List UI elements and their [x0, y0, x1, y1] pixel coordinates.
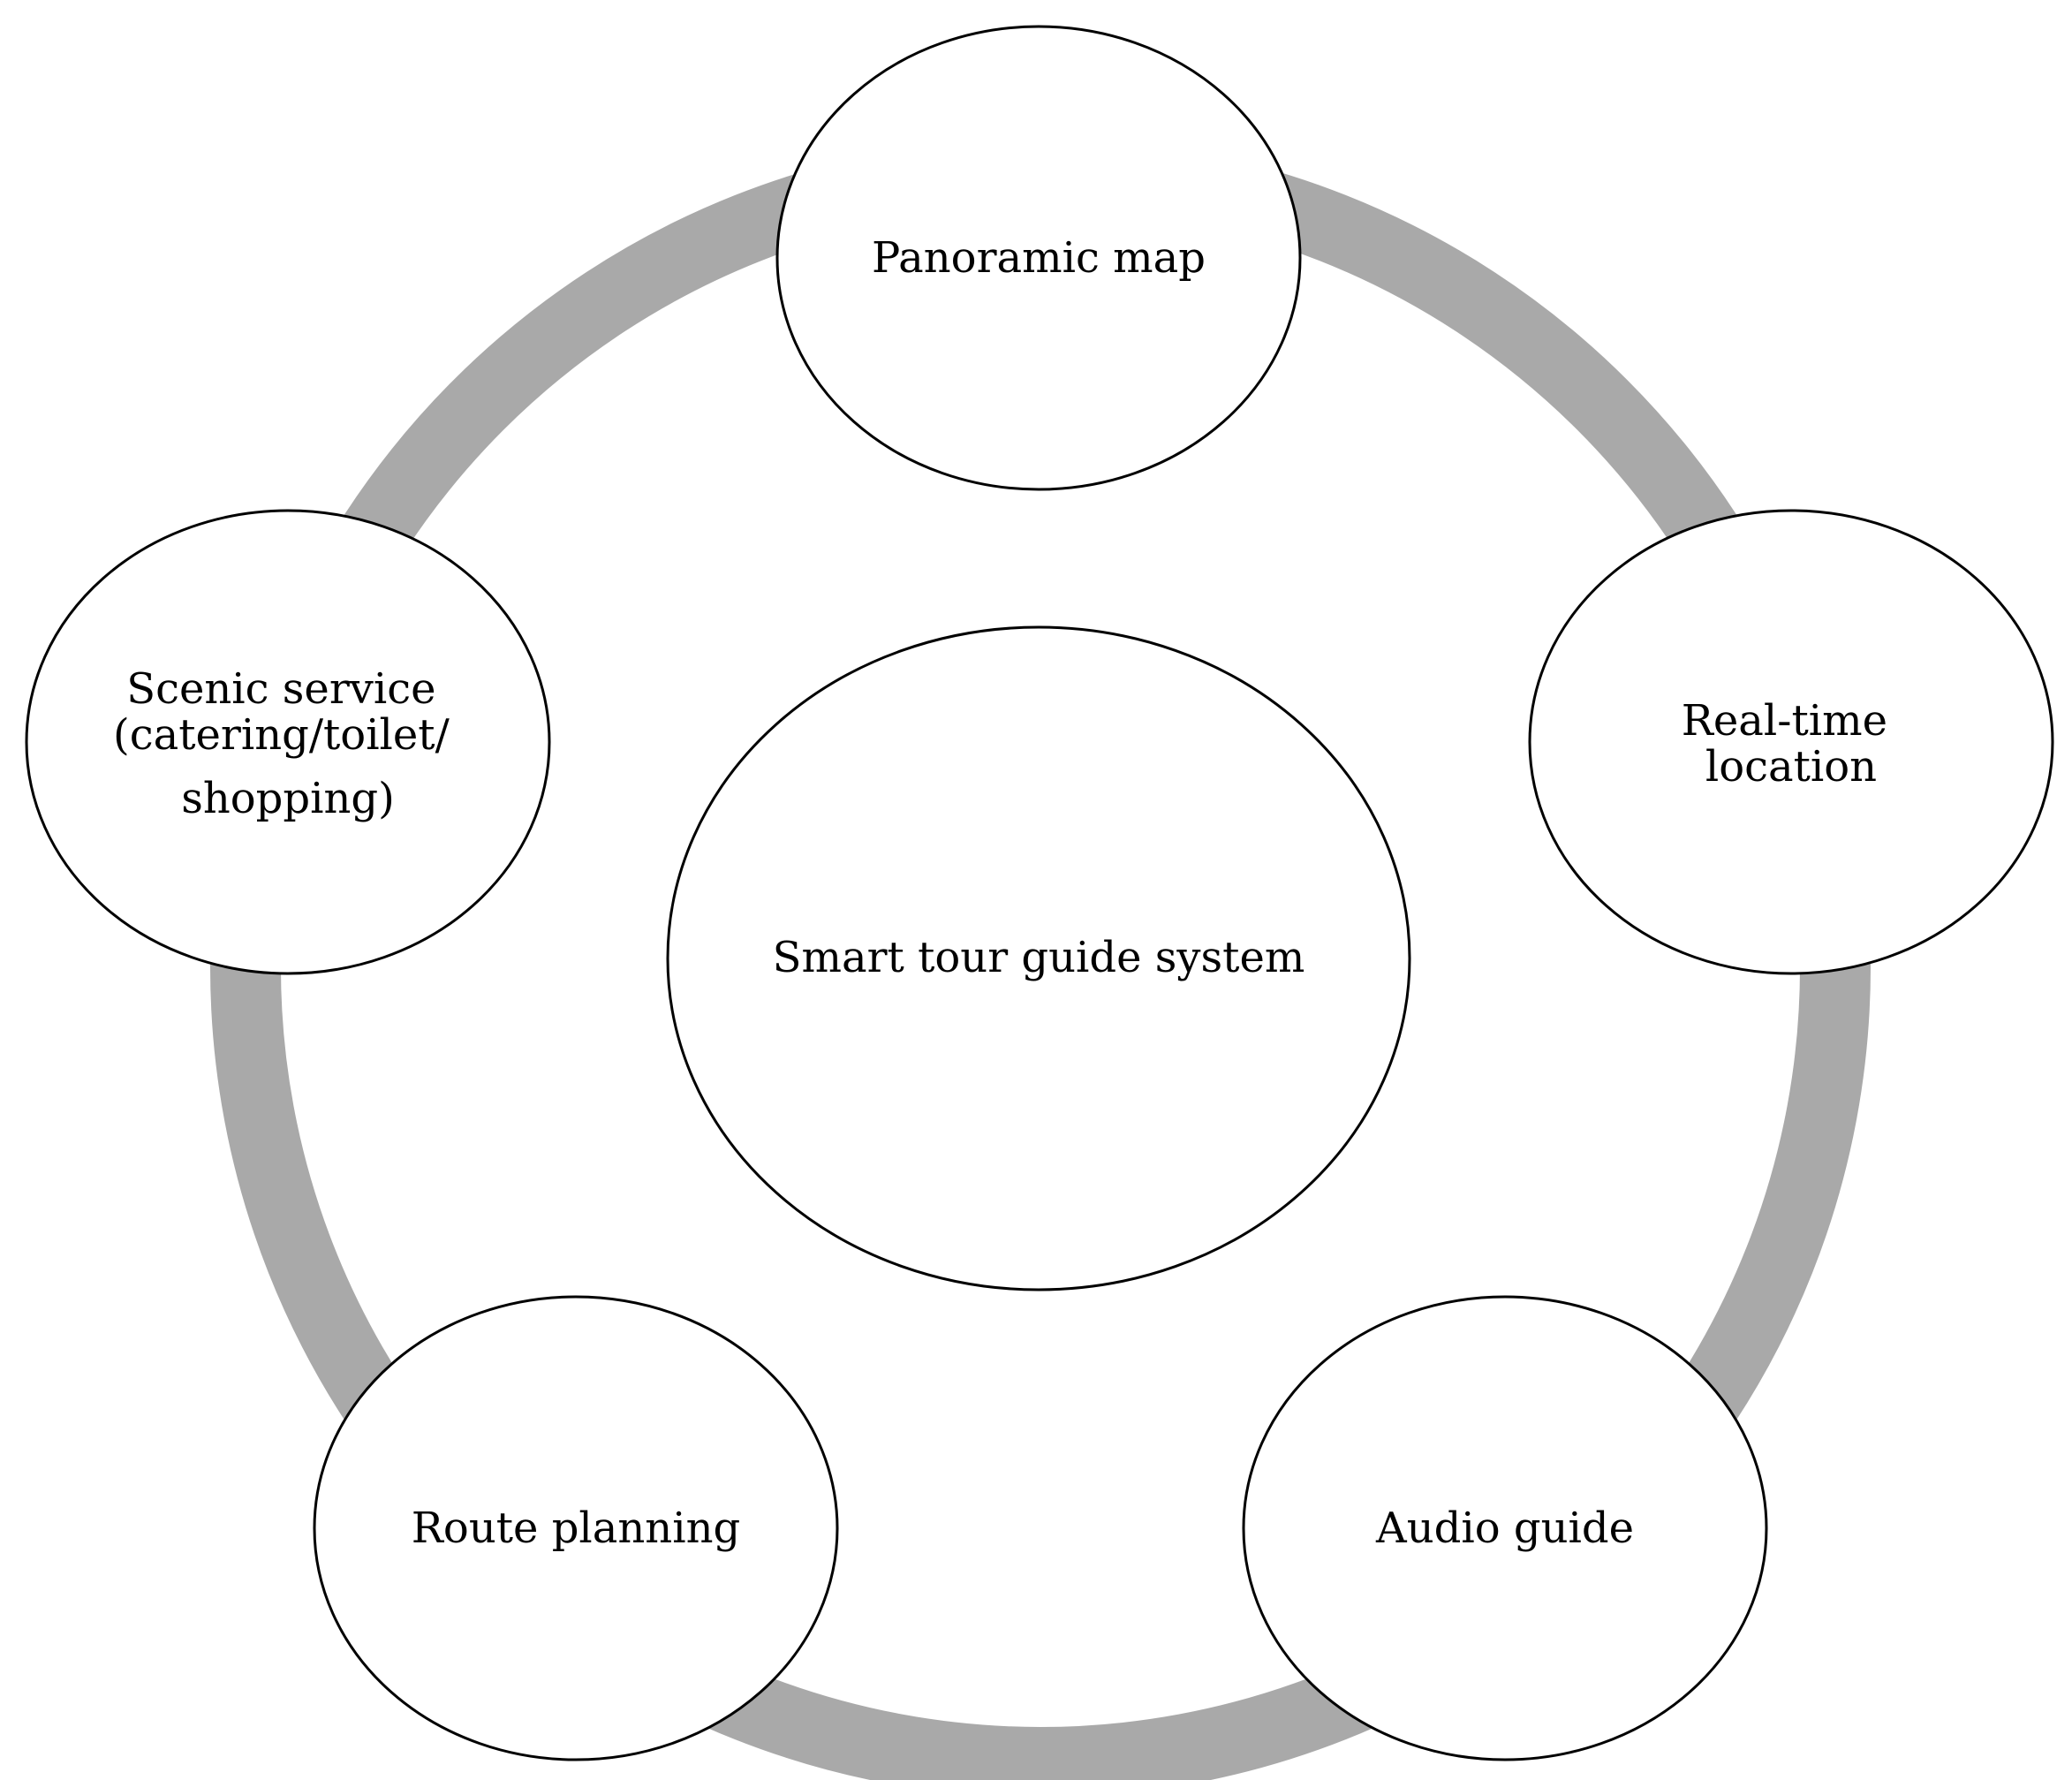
- node-real-time-location-line-1: Real-time: [1682, 696, 1887, 746]
- node-audio-guide-shape: [1242, 1295, 1768, 1761]
- node-scenic-service-label: Scenic service (catering/toilet/ shoppin…: [113, 664, 463, 823]
- node-scenic-service: Scenic service (catering/toilet/ shoppin…: [25, 509, 551, 975]
- node-scenic-service-line-3: shopping): [181, 774, 395, 823]
- center-node: Smart tour guide system: [666, 625, 1411, 1291]
- node-real-time-location: Real-time location: [1528, 509, 2054, 975]
- center-node-label: Smart tour guide system: [773, 933, 1305, 982]
- node-panoramic-map-label: Panoramic map: [872, 233, 1206, 283]
- node-audio-guide: Audio guide: [1242, 1295, 1768, 1761]
- node-route-planning: Route planning: [313, 1295, 839, 1761]
- node-scenic-service-line-2: (catering/toilet/: [113, 710, 450, 760]
- center-node-shape: [666, 625, 1411, 1291]
- node-audio-guide-label: Audio guide: [1375, 1504, 1634, 1553]
- node-route-planning-shape: [313, 1295, 839, 1761]
- node-real-time-location-line-2: location: [1705, 742, 1877, 792]
- node-scenic-service-shape: [25, 509, 551, 975]
- node-route-planning-label: Route planning: [412, 1504, 740, 1553]
- node-real-time-location-shape: [1528, 509, 2054, 975]
- node-real-time-location-label: Real-time location: [1682, 696, 1902, 792]
- node-scenic-service-line-1: Scenic service: [126, 664, 435, 714]
- node-panoramic-map: Panoramic map: [775, 25, 1302, 491]
- node-panoramic-map-shape: [775, 25, 1302, 491]
